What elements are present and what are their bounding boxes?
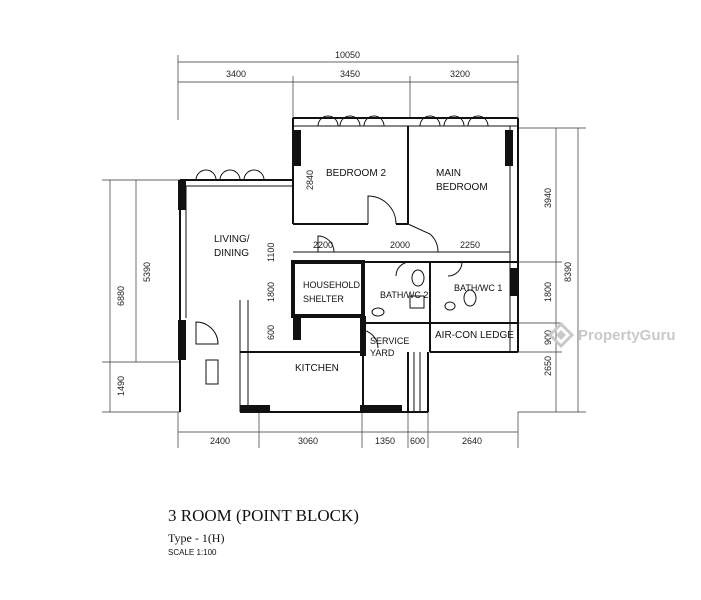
dim-left-outer-1: 6880 [116,286,126,306]
plan-scale: SCALE 1:100 [168,548,217,557]
structural-columns [178,130,518,413]
room-aircon-ledge: AIR-CON LEDGE [435,330,514,341]
walls [179,117,519,413]
windows [195,115,489,181]
dim-right-inner-3: 900 [543,330,553,345]
room-bedroom-2: BEDROOM 2 [326,168,386,179]
dim-right-outer: 8390 [563,262,573,282]
watermark-logo-icon [548,322,574,348]
room-kitchen: KITCHEN [295,363,339,374]
plan-title: 3 ROOM (POINT BLOCK) [168,506,359,525]
room-shelter-line2: SHELTER [303,294,344,304]
dim-right-inner-1: 3940 [543,188,553,208]
dim-corridor-depth: 1100 [266,243,276,262]
dim-overall-width: 10050 [335,50,360,60]
dim-top-2: 3450 [340,69,360,79]
plan-subtitle: Type - 1(H) [168,531,225,545]
room-main-bedroom-line2: BEDROOM [436,182,488,193]
dim-bedroom2-depth: 2840 [305,170,315,190]
dim-shelter-depth: 1800 [266,282,276,302]
dim-left-inner: 5390 [142,262,152,282]
dim-corridor-a: 2200 [313,240,333,250]
dim-top-1: 3400 [226,69,246,79]
room-shelter-line1: HOUSEHOLD [303,280,361,290]
dim-right-inner-4: 2650 [543,356,553,376]
room-living-line1: LIVING/ [214,234,250,245]
dim-bottom-3: 1350 [375,436,395,446]
dim-bottom-2: 3060 [298,436,318,446]
dimension-lines [102,55,586,448]
room-bath-2: BATH/WC 2 [380,290,428,300]
watermark: PropertyGuru [548,322,676,348]
dim-bottom-5: 2640 [462,436,482,446]
aircon-ledge-outline [429,322,511,353]
doors [195,195,463,349]
dim-bottom-1: 2400 [210,436,230,446]
room-bath-1: BATH/WC 1 [454,283,502,293]
room-living-line2: DINING [214,248,249,259]
dim-bottom-4: 600 [410,436,425,446]
dim-top-3: 3200 [450,69,470,79]
dim-corridor-b: 2000 [390,240,410,250]
room-service-line1: SERVICE [370,336,409,346]
dim-kitchen-offset: 600 [266,325,276,340]
dim-right-inner-2: 1800 [543,282,553,302]
sanitary-fixtures [205,269,477,385]
dim-corridor-c: 2250 [460,240,480,250]
watermark-text: PropertyGuru [578,326,676,344]
room-service-line2: YARD [370,348,395,358]
dim-left-outer-2: 1490 [116,376,126,396]
room-main-bedroom-line1: MAIN [436,168,461,179]
